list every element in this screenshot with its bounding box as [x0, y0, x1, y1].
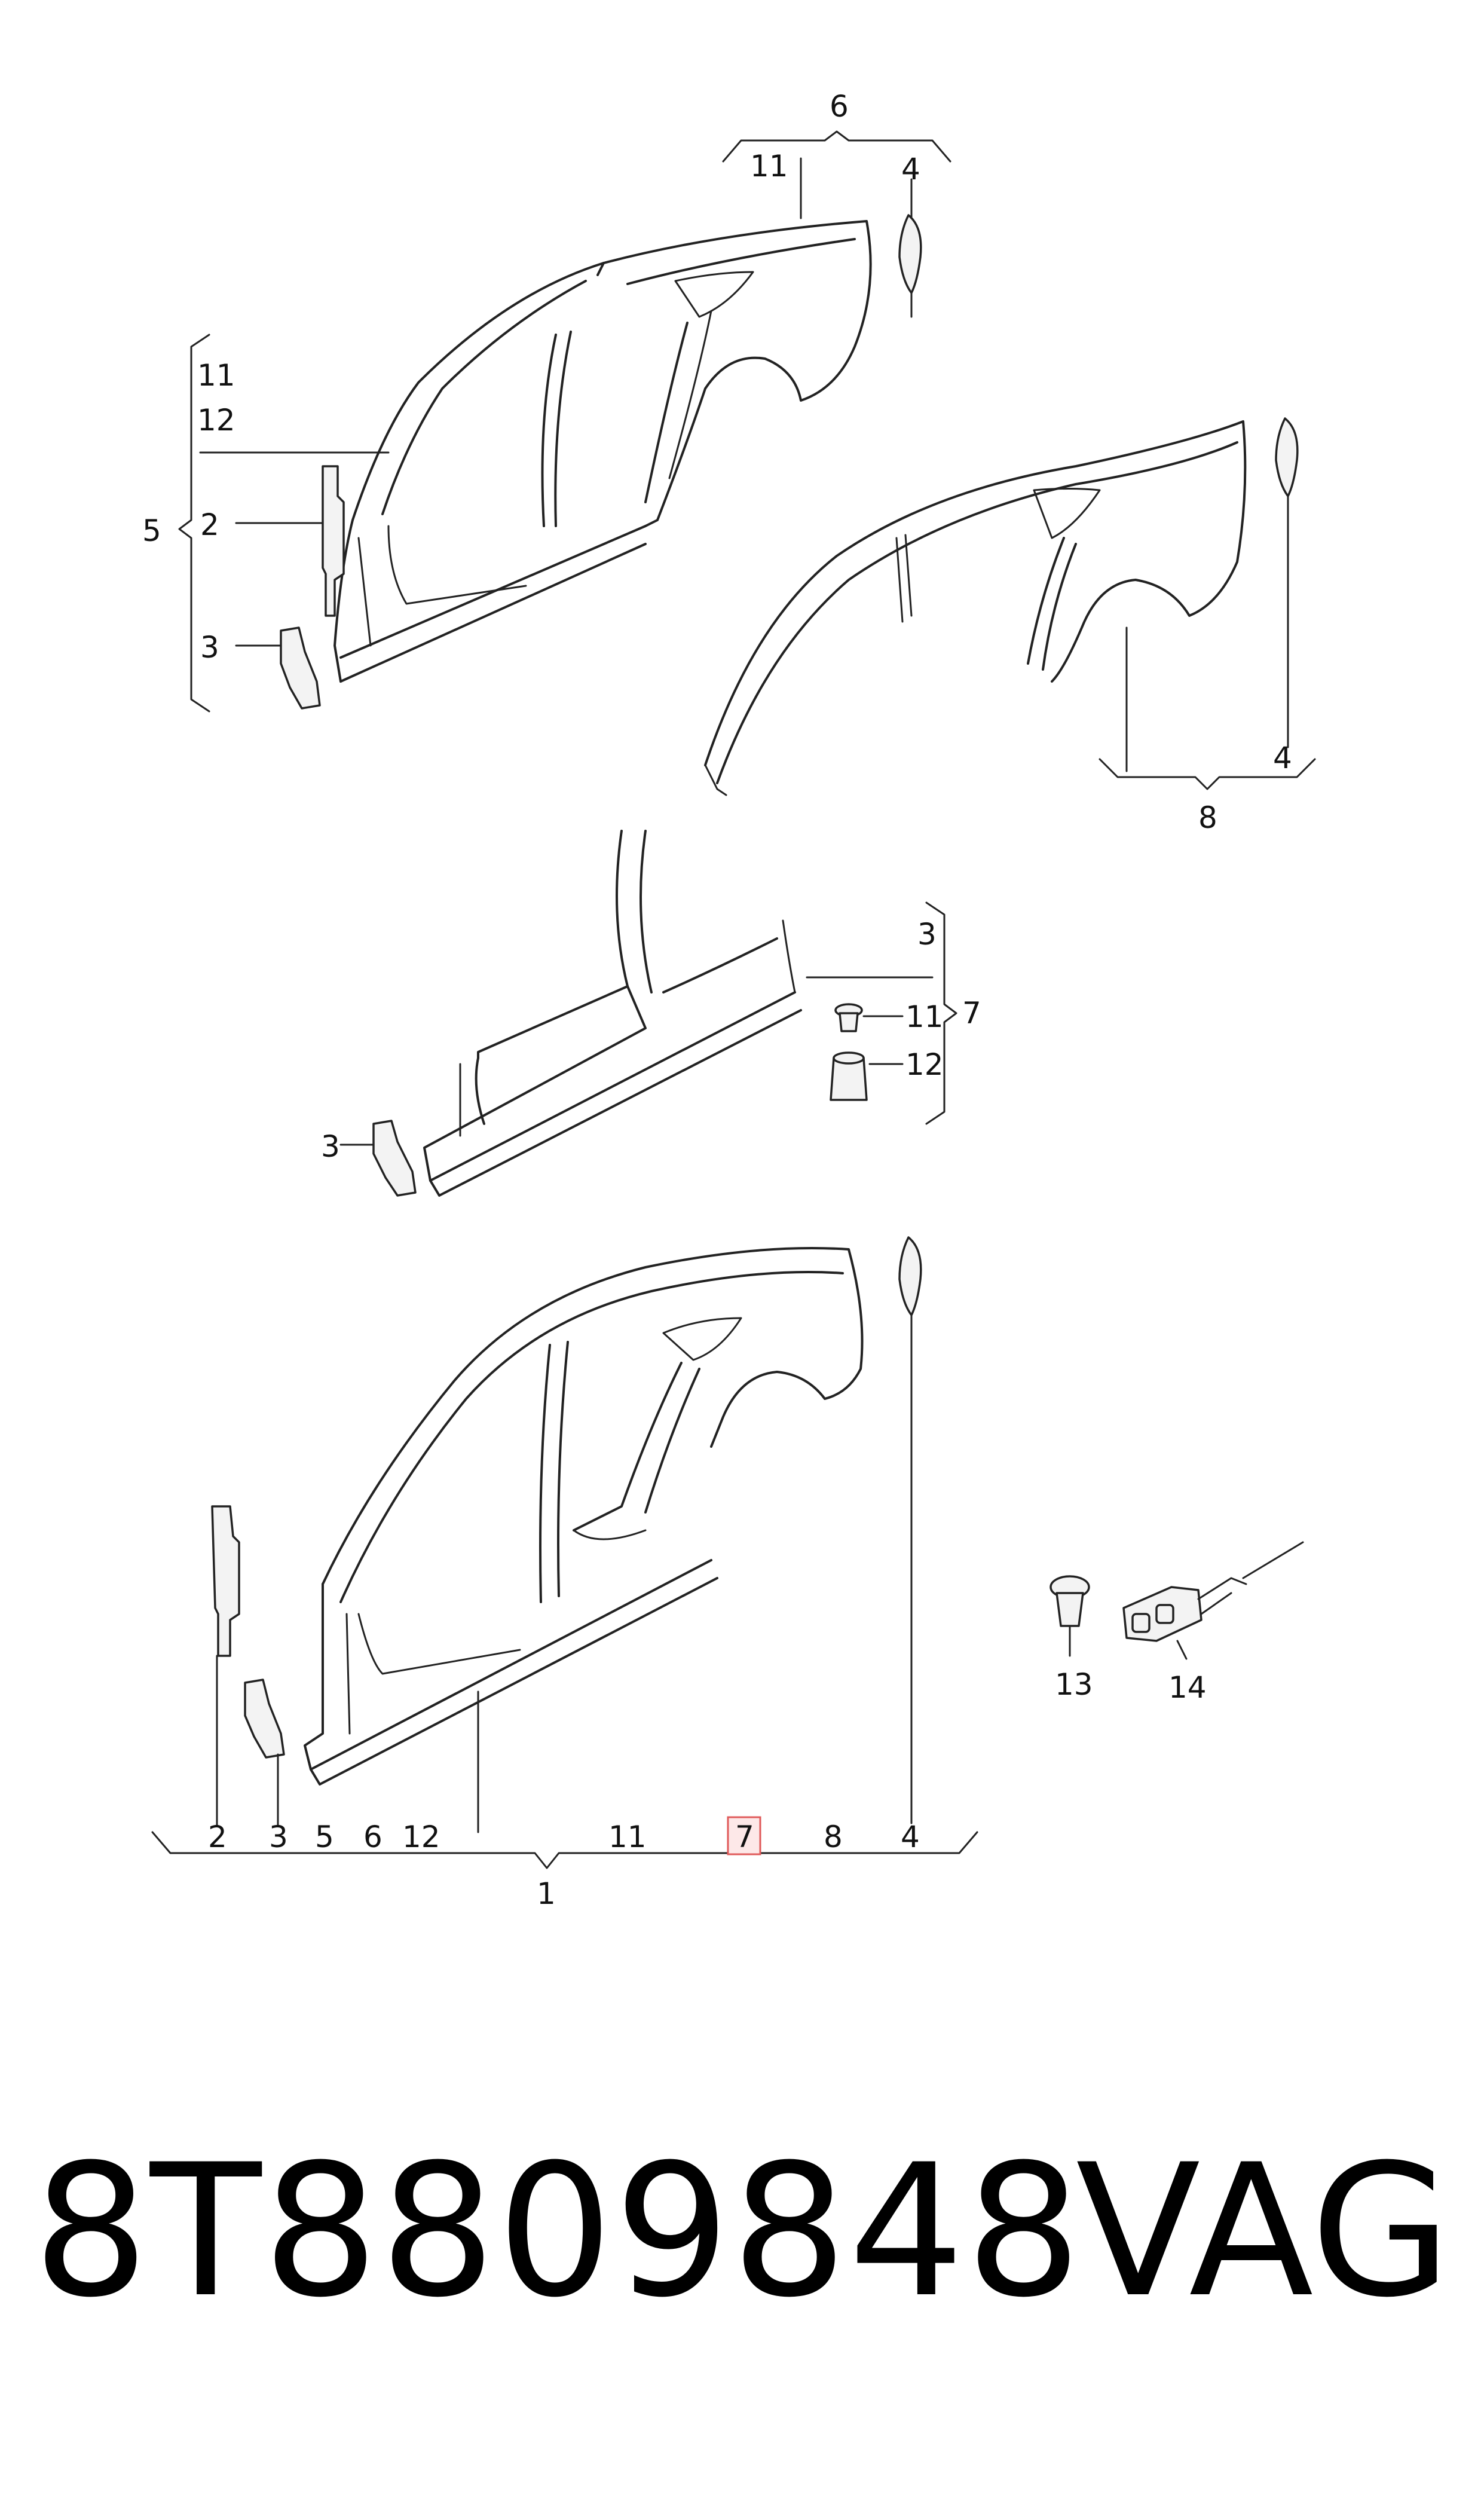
callout-12-left: 12	[197, 403, 235, 438]
part-2-bracket-lower	[211, 1505, 240, 1827]
part-3-bracket-middle	[339, 1120, 417, 1197]
callout-11-top: 11	[750, 149, 788, 184]
callout-1-bracket	[151, 1831, 978, 1869]
rear-side-panel-upper	[596, 220, 872, 527]
part-12-sleeve	[830, 1051, 904, 1101]
part-13-plug	[1049, 1575, 1090, 1657]
callout-7-bottom: 7	[735, 1820, 754, 1854]
callout-7-bracket	[806, 901, 957, 1125]
callout-5-bottom: 5	[315, 1820, 334, 1854]
part-3-bracket-lower	[244, 1679, 285, 1827]
callout-1: 1	[537, 1876, 556, 1911]
callout-7-sill: 7	[962, 996, 981, 1031]
part-4-bottom	[898, 1236, 922, 1824]
callout-4-right: 4	[1273, 741, 1292, 775]
callout-12-sill: 12	[905, 1047, 944, 1082]
callout-13: 13	[1055, 1667, 1093, 1702]
callout-2-bottom: 2	[208, 1820, 227, 1854]
callout-8-bracket	[1099, 626, 1316, 790]
part-4-right	[1275, 417, 1299, 748]
callout-3-left: 3	[200, 630, 219, 665]
callout-3-sill: 3	[917, 917, 937, 952]
callout-2-left: 2	[200, 508, 219, 542]
callout-8-bottom: 8	[824, 1820, 843, 1854]
parts-diagram: 6 11 4 11 12 5 2 3 4 8	[142, 89, 1316, 1911]
highlight-box-7	[727, 1816, 761, 1855]
part-2-bracket-upper	[322, 465, 345, 617]
part-14-connector	[1122, 1541, 1304, 1660]
brand-label: VAG	[1076, 2125, 1452, 2337]
callout-11-sill: 11	[905, 999, 944, 1034]
callout-8: 8	[1198, 800, 1217, 835]
callout-4-bottom: 4	[901, 1820, 920, 1854]
callout-6-bracket	[722, 130, 951, 219]
rear-quarter-panel	[704, 420, 1247, 796]
callout-5: 5	[142, 513, 161, 548]
callout-3-bottom: 3	[269, 1820, 288, 1854]
callout-6: 6	[830, 89, 849, 124]
callout-6-bottom: 6	[363, 1820, 383, 1854]
part-number: 8T8809848	[33, 2125, 1083, 2337]
part-4-top	[898, 178, 922, 318]
part-11-plug	[834, 1003, 904, 1032]
callout-5-bracket	[178, 334, 390, 713]
callout-11-bottom: 11	[608, 1820, 647, 1854]
callout-11-left: 11	[197, 358, 235, 393]
part-3-bracket-upper	[280, 626, 321, 710]
callout-12-bottom: 12	[402, 1820, 440, 1854]
complete-side-panel	[304, 1247, 864, 1786]
callout-3-middle: 3	[321, 1129, 340, 1164]
callout-4-top: 4	[901, 152, 920, 187]
sill-panel	[423, 830, 802, 1197]
left-front-side-frame	[333, 262, 647, 683]
footer: 8T8809848 VAG	[0, 2128, 1484, 2379]
callout-14: 14	[1168, 1670, 1207, 1705]
